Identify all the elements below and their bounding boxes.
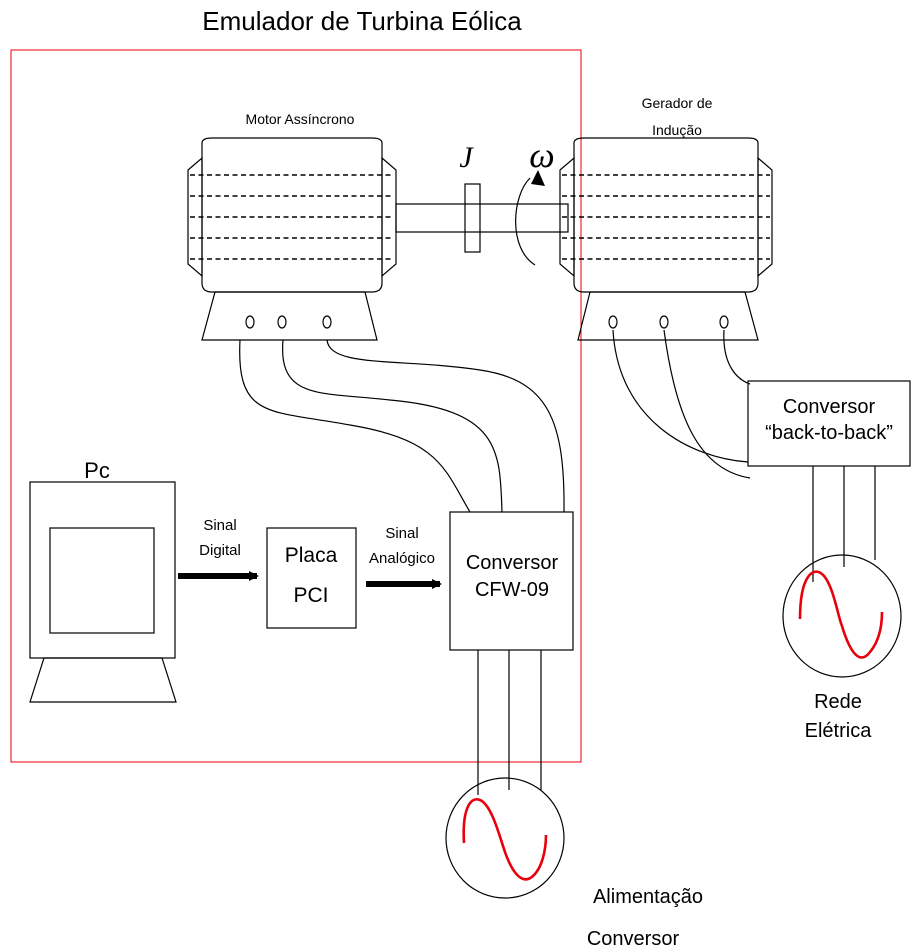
generator-terminal-3 — [719, 315, 729, 329]
pci-board — [266, 527, 357, 629]
motor-terminal-3 — [322, 315, 332, 329]
diagram-title: Emulador de Turbina Eólica — [202, 6, 522, 36]
pci-board-label-line2: PCI — [293, 584, 328, 607]
emulator-boundary — [10, 49, 582, 763]
pc-label: Pc — [84, 458, 110, 483]
motor-terminal-1 — [245, 315, 255, 329]
shaft — [395, 170, 569, 266]
signal-analog-line1: Sinal — [385, 525, 418, 542]
rotation-arrow-icon — [531, 170, 545, 186]
cfw-to-supply-lines — [477, 650, 542, 795]
btb-converter-label-line1: Conversor — [783, 396, 876, 418]
supply-sine-icon — [462, 798, 548, 881]
inertia-symbol: J — [459, 141, 474, 174]
cfw-converter-label-line1: Conversor — [466, 552, 559, 574]
generator-label-line1: Gerador de — [642, 95, 713, 111]
back-to-back-converter — [747, 380, 911, 467]
btb-to-grid-lines — [812, 466, 876, 582]
pc-monitor — [29, 481, 176, 659]
signal-analog-line2: Analógico — [369, 550, 435, 567]
induction-generator — [559, 137, 773, 341]
supply-label-line2: Conversor — [587, 928, 680, 949]
speed-symbol: ω — [529, 135, 554, 175]
grid-label-line1: Rede — [814, 691, 862, 713]
motor-label: Motor Assíncrono — [246, 111, 355, 127]
inertia-flywheel — [464, 183, 481, 253]
btb-converter-label-line2: “back-to-back” — [765, 422, 893, 444]
generator-cables — [612, 329, 751, 479]
grid-label-line2: Elétrica — [805, 720, 873, 742]
signal-digital-line2: Digital — [199, 542, 241, 559]
grid-source — [782, 554, 902, 678]
pc-base — [29, 657, 177, 703]
pc-computer — [29, 481, 177, 703]
cfw-converter-label-line2: CFW-09 — [475, 579, 549, 601]
generator-terminal-2 — [659, 315, 669, 329]
motor-cables — [239, 339, 565, 513]
pci-board-label-line1: Placa — [285, 544, 338, 567]
supply-source — [445, 777, 565, 899]
supply-label-line1: Alimentação — [593, 886, 703, 908]
motor-terminal-2 — [277, 315, 287, 329]
pc-screen — [49, 527, 155, 634]
grid-sine-icon — [798, 570, 884, 659]
generator-label-line2: Indução — [652, 122, 702, 138]
signal-digital-line1: Sinal — [203, 517, 236, 534]
generator-terminal-1 — [608, 315, 618, 329]
asynchronous-motor — [187, 137, 397, 341]
cfw09-converter — [449, 511, 574, 651]
